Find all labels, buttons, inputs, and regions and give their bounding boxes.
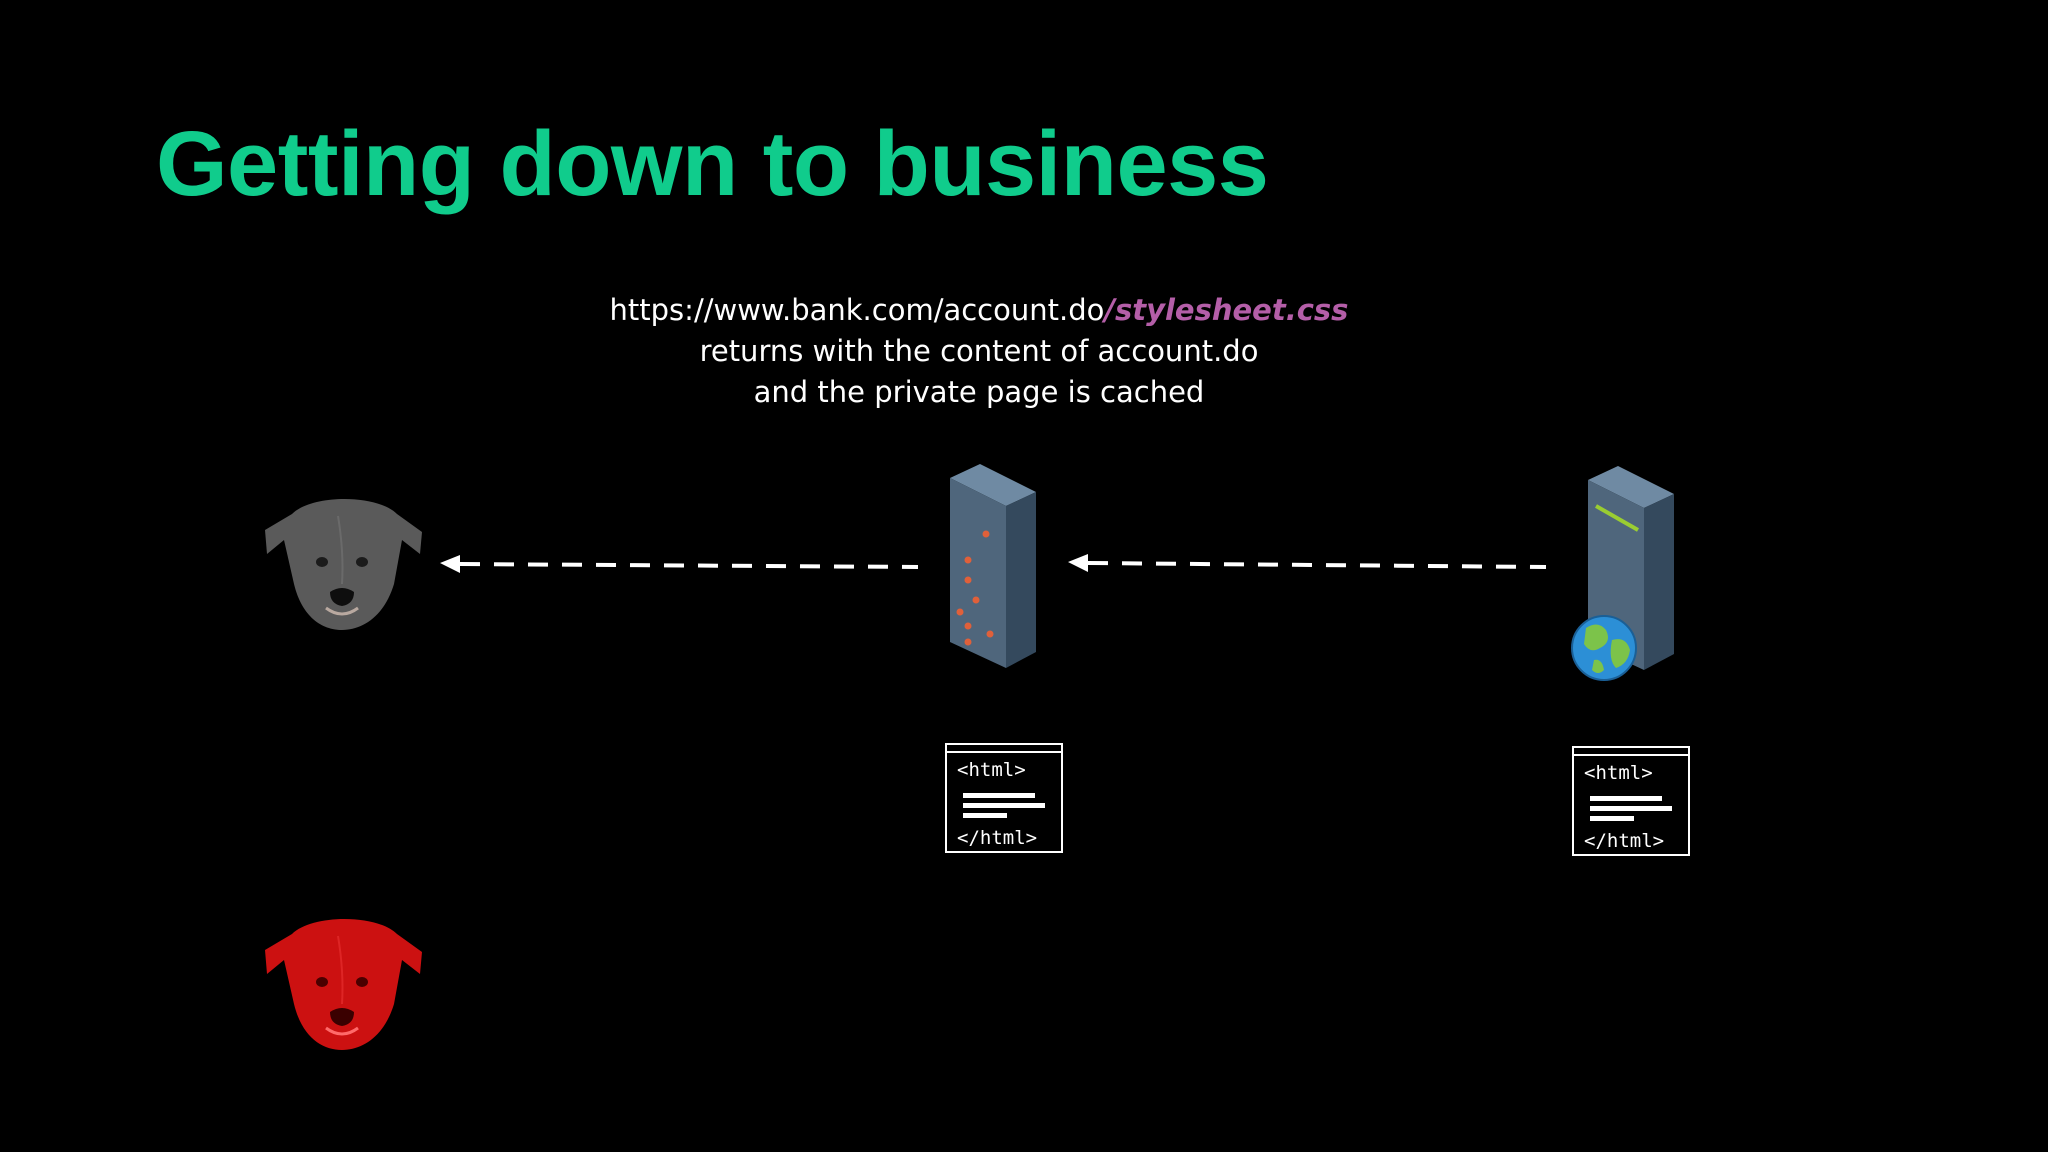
server-light-icon <box>964 556 972 564</box>
caption-url-line: https://www.bank.com/account.do/styleshe… <box>379 290 1579 331</box>
origin-html-document: <html> </html> <box>1572 746 1690 856</box>
caption-line-3: and the private page is cached <box>753 375 1205 409</box>
arrow-head-icon <box>1068 554 1088 572</box>
caption-line-2: returns with the content of account.do <box>699 334 1259 368</box>
server-light-icon <box>964 576 972 584</box>
server-light-icon <box>964 622 972 630</box>
server-light-icon <box>986 630 994 638</box>
attacker-dog-icon <box>265 919 422 1050</box>
server-light-icon <box>956 608 964 616</box>
caption-url-base: https://www.bank.com/account.do <box>609 293 1105 327</box>
server-light-icon <box>972 596 980 604</box>
cache-server-icon <box>950 464 1036 668</box>
client-dog-icon <box>265 499 422 630</box>
server-light-icon <box>982 530 990 538</box>
html-close-tag: </html> <box>957 827 1038 849</box>
html-open-tag: <html> <box>957 759 1026 781</box>
html-open-tag: <html> <box>1584 762 1653 784</box>
slide-title: Getting down to business <box>156 113 1269 215</box>
server-light-icon <box>964 638 972 646</box>
caption-url-suffix: /stylesheet.css <box>1104 293 1349 327</box>
arrow-origin-to-cache <box>1068 554 1547 572</box>
globe-icon <box>1571 615 1637 681</box>
origin-server-icon <box>1571 466 1674 681</box>
arrow-head-icon <box>440 555 460 573</box>
arrow-cache-to-client <box>440 555 919 573</box>
caption: https://www.bank.com/account.do/styleshe… <box>379 290 1579 413</box>
html-close-tag: </html> <box>1584 830 1665 852</box>
cache-html-document: <html> </html> <box>945 743 1063 853</box>
